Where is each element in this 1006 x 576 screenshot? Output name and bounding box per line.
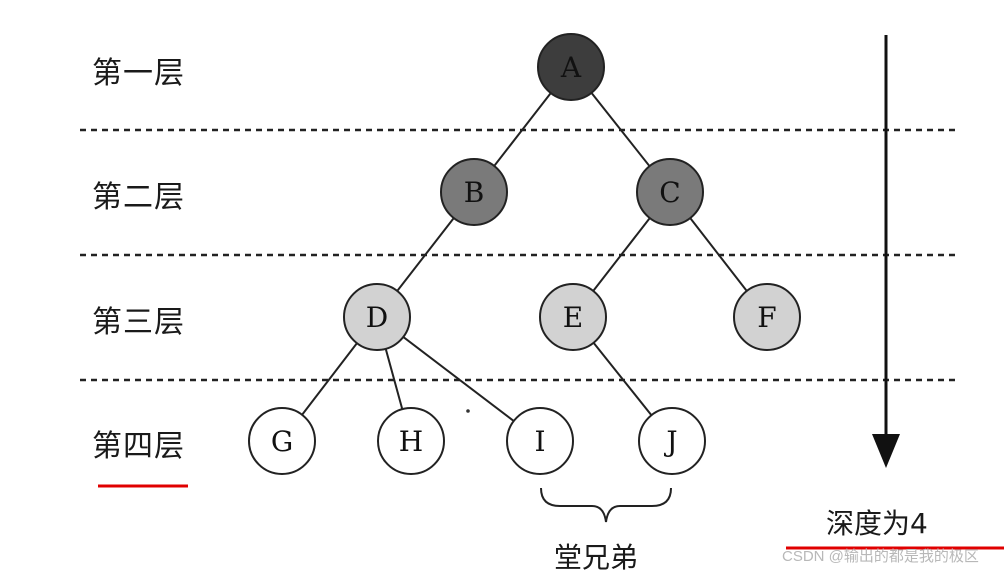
node-e: E bbox=[539, 283, 607, 351]
level-label-4: 第四层 bbox=[92, 429, 185, 464]
depth-arrow-head bbox=[872, 434, 900, 468]
node-a: A bbox=[537, 33, 605, 101]
level-label-2: 第二层 bbox=[92, 180, 185, 215]
level-label-3: 第三层 bbox=[92, 305, 185, 340]
cousins-caption: 堂兄弟 bbox=[554, 541, 639, 574]
node-d: D bbox=[343, 283, 411, 351]
cousins-brace bbox=[540, 487, 672, 523]
speck bbox=[466, 409, 470, 413]
level-label-1: 第一层 bbox=[92, 56, 185, 91]
depth-caption: 深度为4 bbox=[826, 507, 928, 540]
node-c: C bbox=[636, 158, 704, 226]
node-i: I bbox=[506, 407, 574, 475]
node-g: G bbox=[248, 407, 316, 475]
csdn-watermark: CSDN @输出的都是我的极区 bbox=[782, 548, 979, 565]
node-b: B bbox=[440, 158, 508, 226]
node-j: J bbox=[638, 407, 706, 475]
node-h: H bbox=[377, 407, 445, 475]
node-f: F bbox=[733, 283, 801, 351]
